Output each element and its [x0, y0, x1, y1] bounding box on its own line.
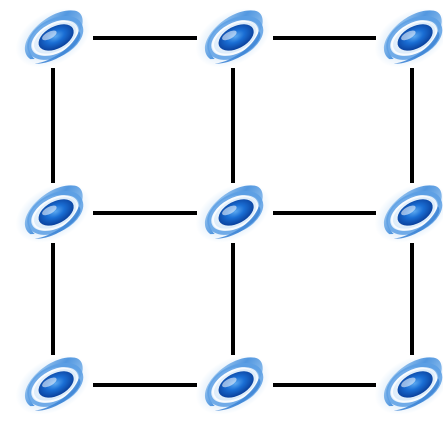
blue-spiral-galaxy-icon	[374, 355, 443, 415]
blue-spiral-galaxy-icon	[15, 8, 91, 68]
blue-spiral-galaxy-icon	[374, 8, 443, 68]
nodes-layer	[15, 8, 443, 415]
blue-spiral-galaxy-icon	[195, 183, 271, 243]
blue-spiral-galaxy-icon	[15, 355, 91, 415]
blue-spiral-galaxy-icon	[195, 355, 271, 415]
blue-spiral-galaxy-icon	[15, 183, 91, 243]
blue-spiral-galaxy-icon	[374, 183, 443, 243]
edges-layer	[51, 36, 414, 387]
blue-spiral-galaxy-icon	[195, 8, 271, 68]
